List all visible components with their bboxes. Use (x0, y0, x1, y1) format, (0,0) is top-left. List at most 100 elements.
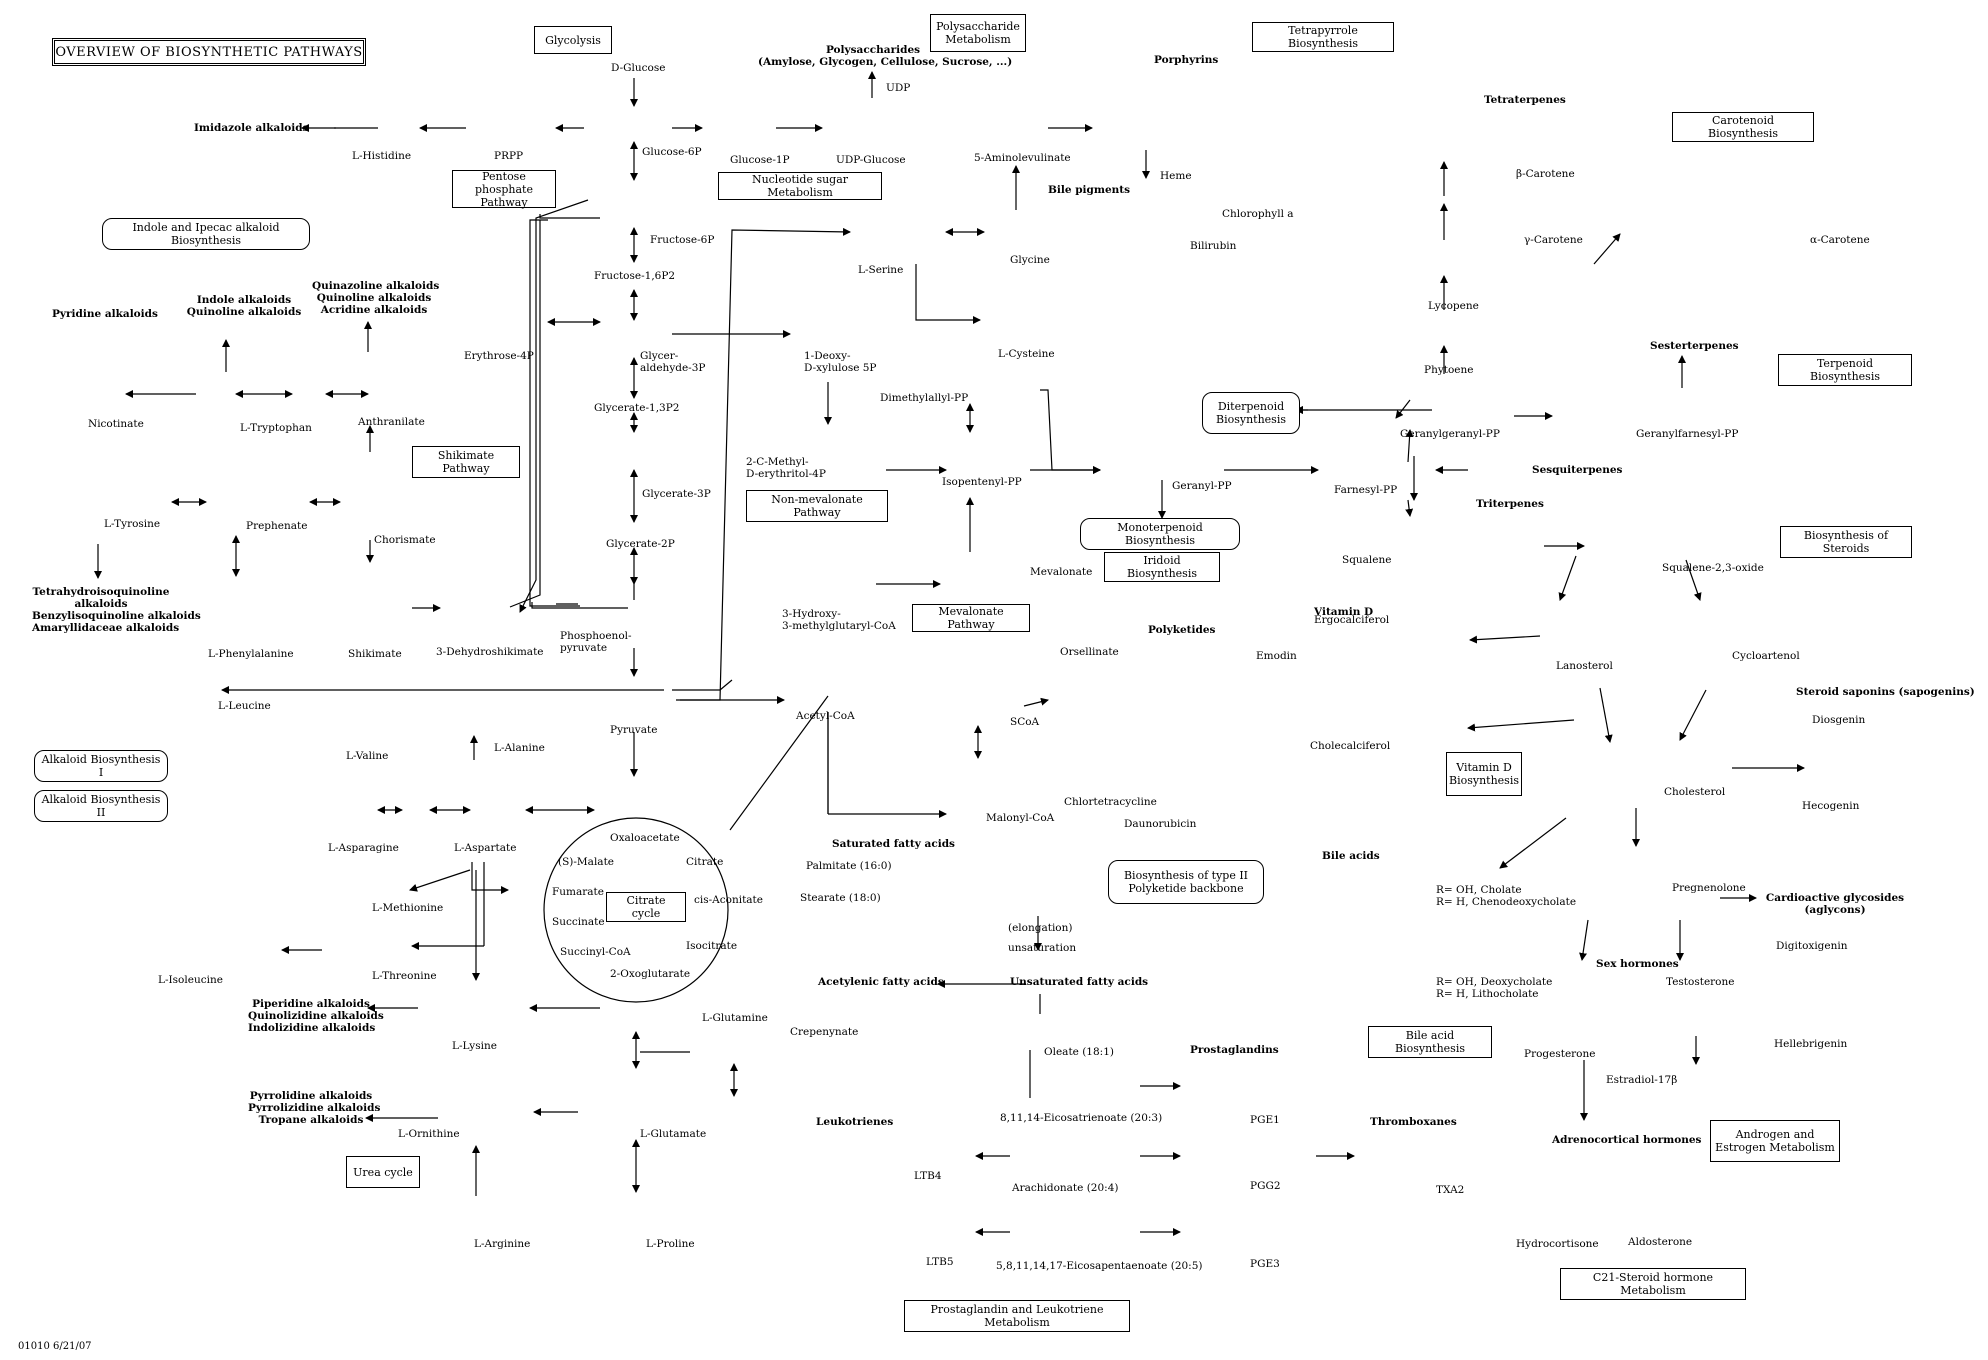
label-glycerate-3p: Glycerate-3P (642, 488, 711, 500)
label-oleate: Oleate (18:1) (1044, 1046, 1114, 1058)
label-geranylgeranyl-pp: Geranylgeranyl-PP (1400, 428, 1500, 440)
label-alpha-carotene: α-Carotene (1810, 234, 1870, 246)
label-chorismate: Chorismate (374, 534, 436, 546)
label-hmg-coa: 3-Hydroxy- 3-methylglutaryl-CoA (782, 608, 896, 632)
box-prostaglandin[interactable]: Prostaglandin and Leukotriene Metabolism (904, 1300, 1130, 1332)
label-isoleucine: L-Isoleucine (158, 974, 223, 986)
box-alkaloid-2[interactable]: Alkaloid Biosynthesis II (34, 790, 168, 822)
box-glycolysis[interactable]: Glycolysis (534, 26, 612, 54)
label-d-glucose: D-Glucose (611, 62, 666, 74)
box-alkaloid-1[interactable]: Alkaloid Biosynthesis I (34, 750, 168, 782)
label-cholecalciferol: Cholecalciferol (1310, 740, 1391, 752)
label-emodin: Emodin (1256, 650, 1297, 662)
box-urea-cycle[interactable]: Urea cycle (346, 1156, 420, 1188)
label-glyceraldehyde-3p: Glycer- aldehyde-3P (640, 350, 706, 374)
label-tryptophan: L-Tryptophan (240, 422, 312, 434)
box-pentose[interactable]: Pentose phosphate Pathway (452, 170, 556, 209)
box-diterpenoid[interactable]: Diterpenoid Biosynthesis (1202, 392, 1300, 434)
label-farnesyl-pp: Farnesyl-PP (1334, 484, 1398, 496)
label-aspartate: L-Aspartate (454, 842, 517, 854)
label-s-malate: (S)-Malate (558, 856, 614, 868)
label-diosgenin: Diosgenin (1812, 714, 1866, 726)
label-cholesterol: Cholesterol (1664, 786, 1726, 798)
box-steroids[interactable]: Biosynthesis of Steroids (1780, 526, 1912, 558)
box-polyketide[interactable]: Biosynthesis of type II Polyketide backb… (1108, 860, 1264, 904)
label-isocitrate: Isocitrate (686, 940, 738, 952)
label-digitoxigenin: Digitoxigenin (1776, 940, 1848, 952)
label-pregnenolone: Pregnenolone (1672, 882, 1746, 894)
label-lysine: L-Lysine (452, 1040, 497, 1052)
label-squalene: Squalene (1342, 554, 1392, 566)
label-fumarate: Fumarate (552, 886, 604, 898)
heading-polysaccharides: Polysaccharides (Amylose, Glycogen, Cell… (758, 44, 1013, 68)
label-unsaturation: unsaturation (1008, 942, 1077, 954)
box-shikimate[interactable]: Shikimate Pathway (412, 446, 520, 478)
box-tetrapyrrole[interactable]: Tetrapyrrole Biosynthesis (1252, 22, 1394, 52)
heading-tetrahydro: Tetrahydroisoquinoline alkaloids Benzyli… (32, 586, 201, 634)
label-lanosterol: Lanosterol (1556, 660, 1613, 672)
page-title: OVERVIEW OF BIOSYNTHETIC PATHWAYS (52, 38, 366, 66)
box-androgen[interactable]: Androgen and Estrogen Metabolism (1710, 1120, 1840, 1162)
label-chlorophyll: Chlorophyll a (1222, 208, 1294, 220)
label-daunorubicin: Daunorubicin (1124, 818, 1197, 830)
heading-pyridine: Pyridine alkaloids (52, 308, 158, 320)
box-monoterpenoid[interactable]: Monoterpenoid Biosynthesis (1080, 518, 1240, 550)
label-pge3: PGE3 (1250, 1258, 1280, 1270)
label-cis-aconitate: cis-Aconitate (694, 894, 763, 906)
label-ltb4: LTB4 (914, 1170, 942, 1182)
label-succinate: Succinate (552, 916, 605, 928)
label-glycerate-2p: Glycerate-2P (606, 538, 675, 550)
label-cycloartenol: Cycloartenol (1732, 650, 1800, 662)
label-eicosatrienoate: 8,11,14-Eicosatrienoate (20:3) (1000, 1112, 1163, 1124)
label-nicotinate: Nicotinate (88, 418, 144, 430)
label-ornithine: L-Ornithine (398, 1128, 460, 1140)
label-leucine: L-Leucine (218, 700, 271, 712)
label-mevalonate: Mevalonate (1030, 566, 1093, 578)
label-pep: Phosphoenol- pyruvate (560, 630, 632, 654)
heading-adrenocortical: Adrenocortical hormones (1552, 1134, 1702, 1146)
label-ipp: Isopentenyl-PP (942, 476, 1022, 488)
box-carotenoid[interactable]: Carotenoid Biosynthesis (1672, 112, 1814, 142)
box-polysaccharide[interactable]: Polysaccharide Metabolism (930, 14, 1026, 52)
heading-acetylenic: Acetylenic fatty acids (818, 976, 944, 988)
heading-sesterterpenes: Sesterterpenes (1650, 340, 1739, 352)
label-geranylfarnesyl-pp: Geranylfarnesyl-PP (1636, 428, 1739, 440)
label-cysteine: L-Cysteine (998, 348, 1055, 360)
box-citrate-cycle[interactable]: Citrate cycle (606, 892, 686, 922)
label-glycerate-13p2: Glycerate-1,3P2 (594, 402, 680, 414)
box-mevalonate[interactable]: Mevalonate Pathway (912, 604, 1030, 632)
label-eicosapentaenoate: 5,8,11,14,17-Eicosapentaenoate (20:5) (996, 1260, 1203, 1272)
label-palmitate: Palmitate (16:0) (806, 860, 892, 872)
box-indole-ipecac[interactable]: Indole and Ipecac alkaloid Biosynthesis (102, 218, 310, 250)
label-heme: Heme (1160, 170, 1192, 182)
label-elongation: (elongation) (1008, 922, 1073, 934)
label-aminolevulinate: 5-Aminolevulinate (974, 152, 1071, 164)
heading-triterpenes: Triterpenes (1476, 498, 1544, 510)
box-c21-steroid[interactable]: C21-Steroid hormone Metabolism (1560, 1268, 1746, 1300)
label-glucose-1p: Glucose-1P (730, 154, 790, 166)
box-iridoid[interactable]: Iridoid Biosynthesis (1104, 552, 1220, 582)
label-phytoene: Phytoene (1424, 364, 1474, 376)
heading-sex-hormones: Sex hormones (1596, 958, 1679, 970)
box-non-mevalonate[interactable]: Non-mevalonate Pathway (746, 490, 888, 522)
heading-saturated: Saturated fatty acids (832, 838, 955, 850)
label-squalene-oxide: Squalene-2,3-oxide (1662, 562, 1764, 574)
box-nucleotide-sugar[interactable]: Nucleotide sugar Metabolism (718, 172, 882, 200)
box-bile-acid[interactable]: Bile acid Biosynthesis (1368, 1026, 1492, 1058)
heading-porphyrins: Porphyrins (1154, 54, 1219, 66)
label-geranyl-pp: Geranyl-PP (1172, 480, 1232, 492)
heading-imidazole: Imidazole alkaloids (194, 122, 309, 134)
box-terpenoid[interactable]: Terpenoid Biosynthesis (1778, 354, 1912, 386)
label-methylerythritol: 2-C-Methyl- D-erythritol-4P (746, 456, 826, 480)
label-fructose-6p: Fructose-6P (650, 234, 715, 246)
heading-leukotrienes: Leukotrienes (816, 1116, 894, 1128)
heading-indole: Indole alkaloids Quinoline alkaloids (186, 294, 302, 318)
heading-bile-pigments: Bile pigments (1048, 184, 1131, 196)
label-dehydroshikimate: 3-Dehydroshikimate (436, 646, 544, 658)
label-hellebrigenin: Hellebrigenin (1774, 1038, 1848, 1050)
label-udp: UDP (886, 82, 911, 94)
box-vitamin-d[interactable]: Vitamin D Biosynthesis (1446, 752, 1522, 796)
label-dmapp: Dimethylallyl-PP (880, 392, 969, 404)
